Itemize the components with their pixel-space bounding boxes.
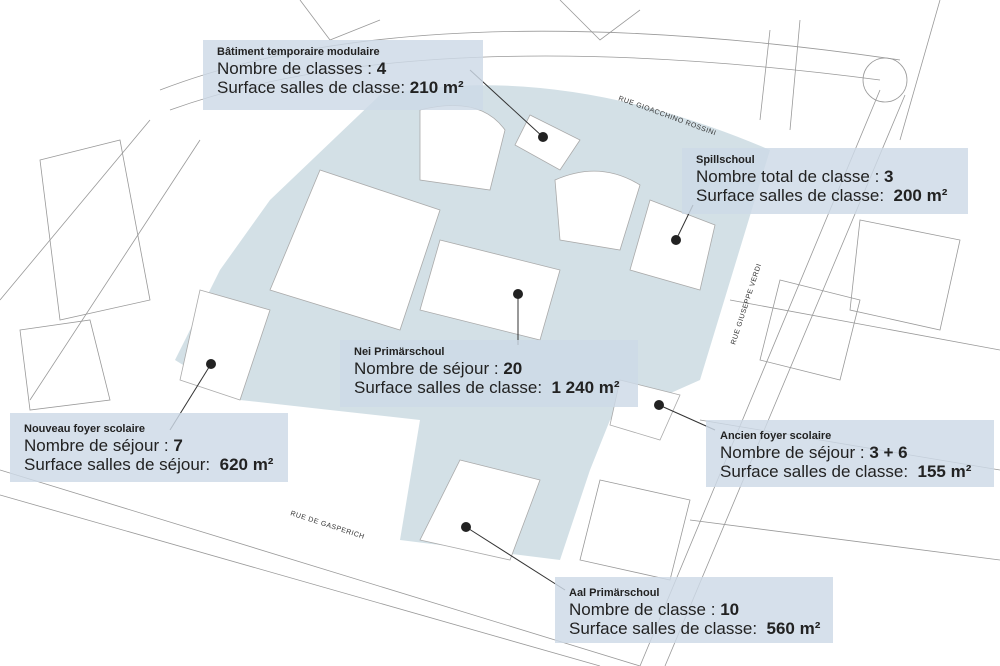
sejour-label: Nombre de séjour : [24, 436, 169, 455]
marker-batiment-temporaire [538, 132, 548, 142]
label-title: Aal Primärschoul [569, 587, 660, 599]
surface-value: 155 m² [917, 462, 972, 481]
marker-nouveau-foyer [206, 359, 216, 369]
surface-label: Surface salles de classe: [354, 378, 543, 397]
classes-value: 4 [376, 59, 387, 78]
surface-label: Surface salles de séjour: [24, 455, 211, 474]
marker-nei-primarschoul [513, 289, 523, 299]
surface-value: 200 m² [893, 186, 948, 205]
label-batiment-temporaire: Bâtiment temporaire modulaire Nombre de … [203, 40, 483, 110]
label-title: Bâtiment temporaire modulaire [217, 46, 380, 58]
street-verdi: RUE GIUSEPPE VERDI [730, 263, 763, 346]
classes-label: Nombre de classes : [217, 59, 372, 78]
label-title: Nouveau foyer scolaire [24, 423, 146, 435]
sejour-value: 7 [173, 436, 183, 455]
location-markers [206, 132, 681, 532]
label-title: Spillschoul [696, 154, 755, 166]
label-title: Ancien foyer scolaire [720, 430, 832, 442]
sejour-label: Nombre de séjour : [354, 359, 499, 378]
classes-value: 3 [884, 167, 894, 186]
school-buildings [179, 105, 716, 561]
classes-value: 10 [720, 600, 740, 619]
surface-label: Surface salles de classe: [720, 462, 909, 481]
label-ancien-foyer: Ancien foyer scolaire Nombre de séjour :… [706, 420, 994, 487]
surface-value: 210 m² [409, 78, 464, 97]
label-nouveau-foyer: Nouveau foyer scolaire Nombre de séjour … [10, 413, 288, 482]
marker-ancien-foyer [654, 400, 664, 410]
surface-label: Surface salles de classe: [569, 619, 758, 638]
label-spillschoul: Spillschoul Nombre total de classe : 3 S… [682, 148, 968, 214]
sejour-value: 3 + 6 [869, 443, 908, 462]
street-gasperich: RUE DE GASPERICH [289, 510, 365, 541]
sejour-label: Nombre de séjour : [720, 443, 865, 462]
label-nei-primarschoul: Nei Primärschoul Nombre de séjour : 20 S… [340, 340, 638, 407]
surface-value: 620 m² [219, 455, 274, 474]
surface-value: 560 m² [766, 619, 821, 638]
marker-aal-primarschoul [461, 522, 471, 532]
surface-value: 1 240 m² [551, 378, 620, 397]
surface-label: Surface salles de classe: [217, 78, 406, 97]
classes-label: Nombre de classe : [569, 600, 716, 619]
label-aal-primarschoul: Aal Primärschoul Nombre de classe : 10 S… [555, 577, 833, 643]
sejour-value: 20 [503, 359, 523, 378]
label-title: Nei Primärschoul [354, 346, 445, 358]
surface-label: Surface salles de classe: [696, 186, 885, 205]
marker-spillschoul [671, 235, 681, 245]
classes-label: Nombre total de classe : [696, 167, 880, 186]
